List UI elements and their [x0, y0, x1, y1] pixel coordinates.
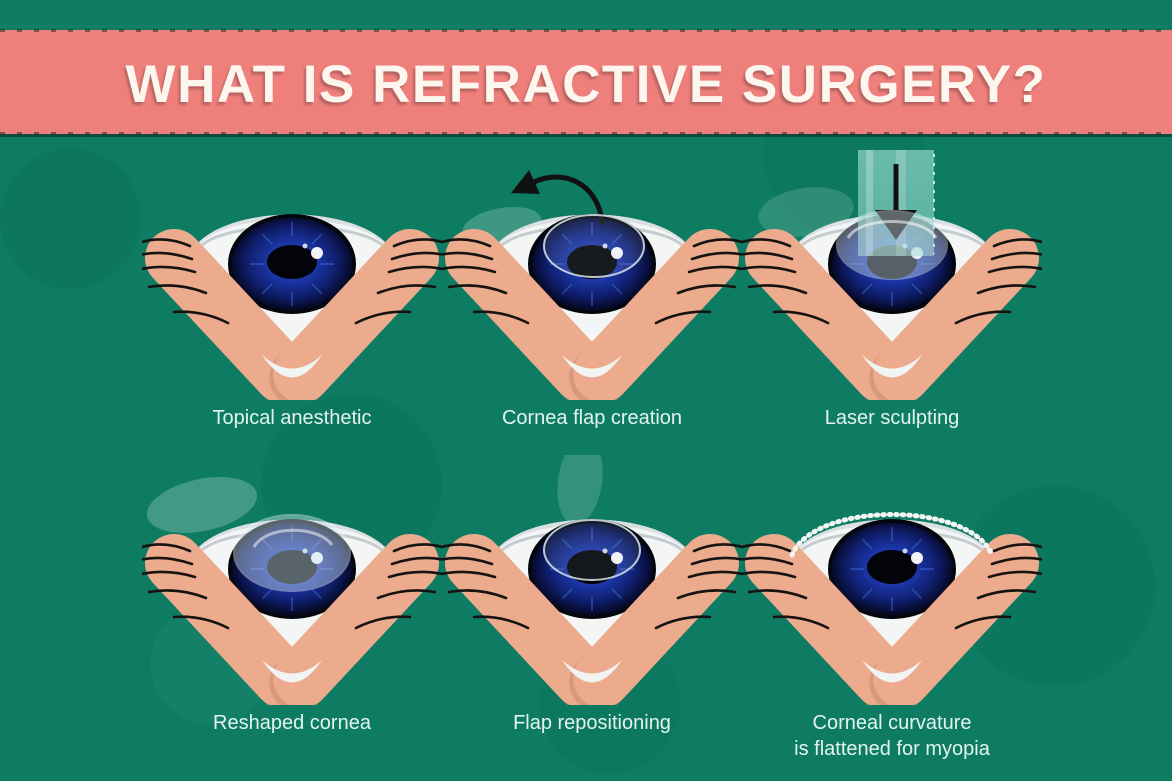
settling-flap-ghost [557, 455, 603, 525]
flap-direction-arrow-icon [511, 170, 605, 225]
step-cornea-flap-creation: Cornea flap creation [442, 140, 742, 445]
healed-stitch-edge [789, 512, 995, 558]
step-caption: Cornea flap creation [501, 407, 683, 429]
laser-direction-arrow-icon [875, 164, 917, 240]
exposed-cornea-bubble [836, 210, 948, 280]
step-caption: Reshaped cornea [213, 712, 371, 734]
lifted-flap-ghost [146, 477, 258, 533]
steps-grid: Topical anesthetic Cornea flap creation [0, 140, 1172, 781]
step-topical-anesthetic: Topical anesthetic [142, 140, 442, 445]
eye-reshaped-cornea-illustration [142, 477, 442, 705]
step-caption: Flap repositioning [513, 712, 671, 734]
eye-healed-flattened-illustration [742, 512, 1042, 705]
eye-laser-illustration [742, 150, 1042, 400]
step-corneal-curvature-flattened: Corneal curvature is flattened for myopi… [742, 445, 1042, 781]
step-laser-sculpting: Laser sculpting [742, 140, 1042, 445]
reshaped-cornea-lens [233, 514, 351, 592]
step-caption: Topical anesthetic [212, 407, 372, 429]
eye-flap-lifted-illustration [442, 170, 742, 400]
step-reshaped-cornea: Reshaped cornea [142, 445, 442, 781]
step-caption: Laser sculpting [824, 407, 960, 429]
eye-flap-repositioning-illustration [442, 455, 742, 705]
flap-cut-outline [543, 214, 645, 278]
flap-outline [543, 519, 641, 581]
title-banner: WHAT IS REFRACTIVE SURGERY? [0, 29, 1172, 135]
poster-title: WHAT IS REFRACTIVE SURGERY? [125, 54, 1047, 114]
step-flap-repositioning: Flap repositioning [442, 445, 742, 781]
step-caption: Corneal curvature is flattened for myopi… [794, 712, 990, 760]
eye-held-open-illustration [142, 150, 442, 400]
